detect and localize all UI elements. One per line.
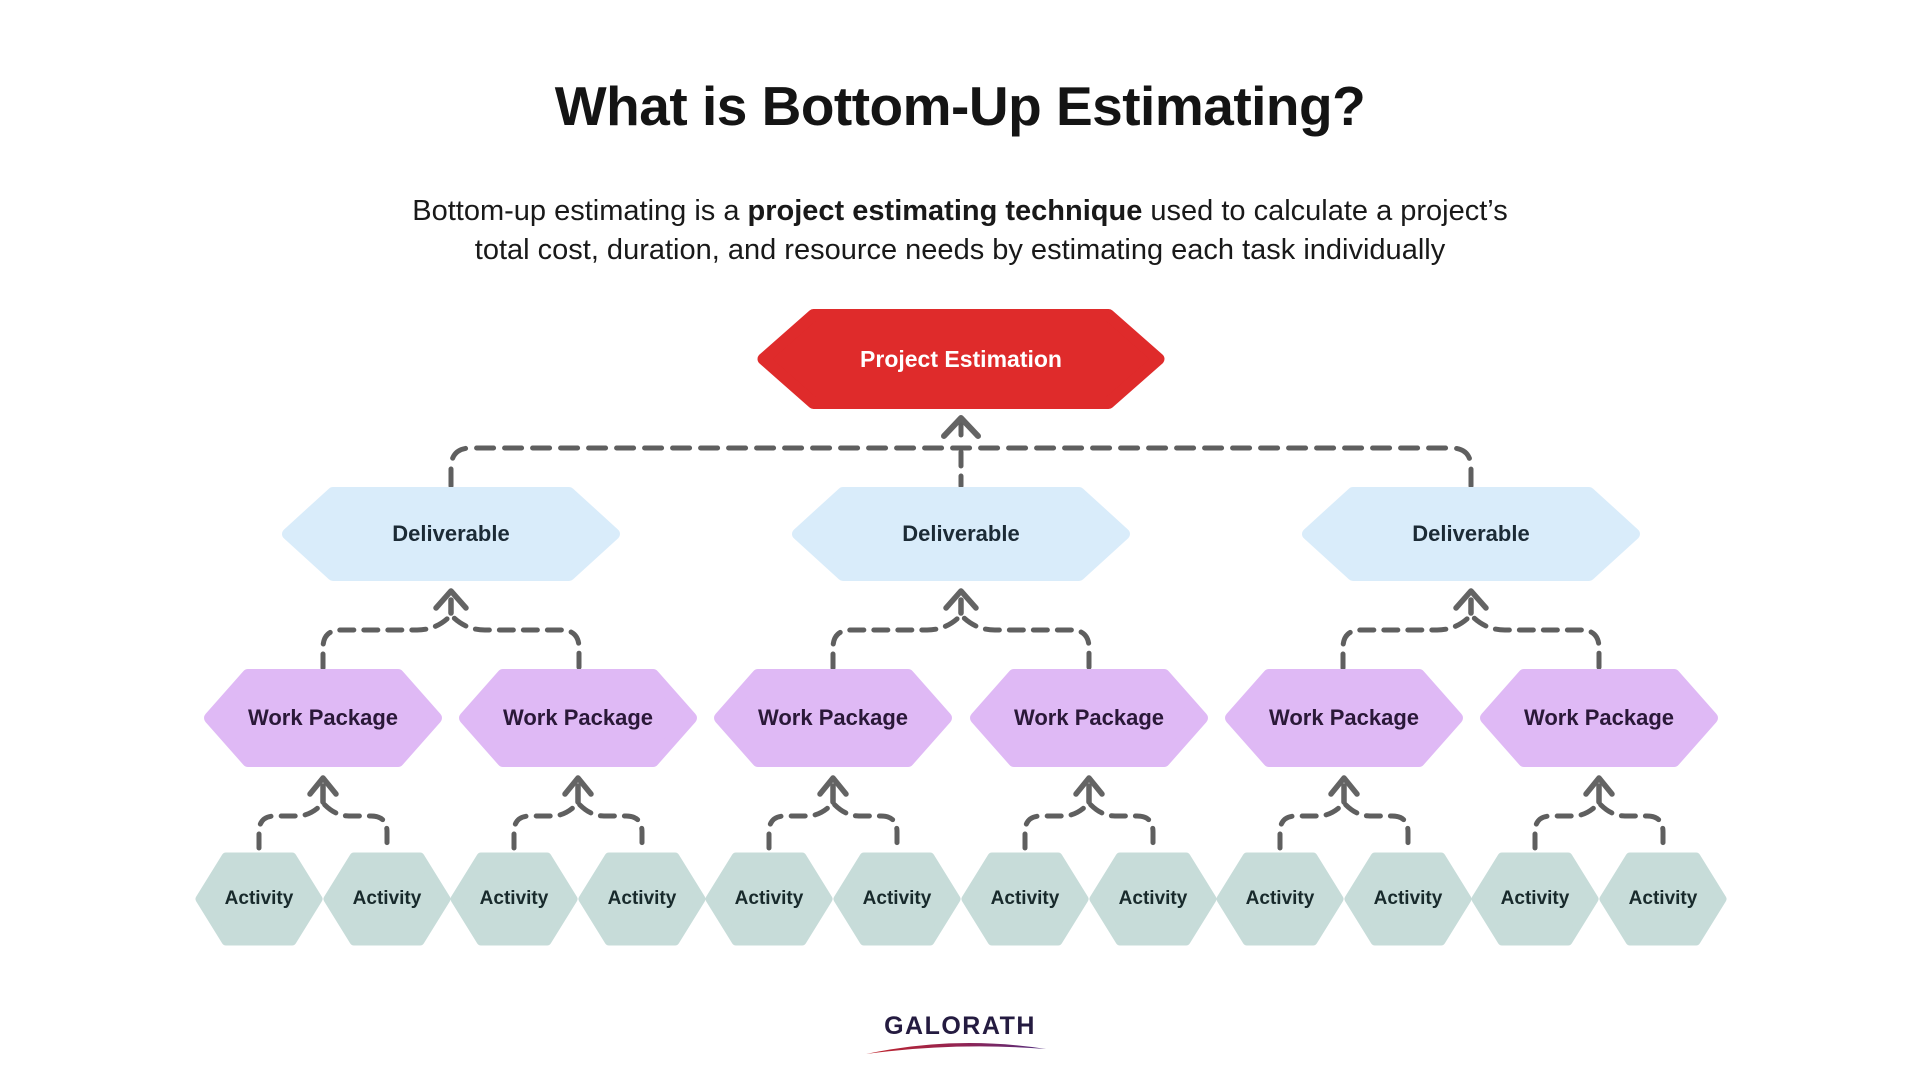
hex-activity-11 bbox=[1471, 852, 1599, 946]
hex-work-package-5 bbox=[1225, 669, 1463, 767]
hex-activity-2 bbox=[323, 852, 451, 946]
subtitle-text: Bottom-up estimating is a bbox=[412, 195, 748, 227]
bracket-line bbox=[256, 800, 390, 851]
hex-work-package-3 bbox=[714, 669, 952, 767]
connector-deliverable-1-work-packages bbox=[320, 588, 582, 671]
logo-swoosh bbox=[866, 1043, 1046, 1054]
subtitle-line2: total cost, duration, and resource needs… bbox=[474, 234, 1446, 266]
connector-work-package-4-activities bbox=[1022, 775, 1156, 851]
hex-activity-3 bbox=[450, 852, 578, 946]
bracket-line bbox=[320, 612, 582, 671]
hex-deliverable-1 bbox=[282, 487, 620, 581]
bracket-line bbox=[1277, 800, 1411, 851]
hex-activity-9 bbox=[1216, 852, 1344, 946]
up-arrow-icon bbox=[1453, 588, 1489, 611]
connector-root-deliverables bbox=[448, 415, 1474, 489]
galorath-logo: GALORATH bbox=[884, 1012, 1036, 1040]
hex-deliverable-2 bbox=[792, 487, 1130, 581]
hex-work-package-2 bbox=[459, 669, 697, 767]
bracket-line bbox=[448, 445, 1474, 489]
connector-work-package-3-activities bbox=[766, 775, 900, 851]
bracket-line bbox=[1022, 800, 1156, 851]
hex-activity-4 bbox=[578, 852, 706, 946]
hex-activity-7 bbox=[961, 852, 1089, 946]
connector-work-package-6-activities bbox=[1532, 775, 1666, 851]
hex-project-estimation bbox=[757, 309, 1165, 409]
subtitle-bold-text: project estimating technique bbox=[747, 195, 1143, 227]
hex-activity-8 bbox=[1089, 852, 1217, 946]
up-arrow-icon bbox=[562, 775, 594, 797]
up-arrow-icon bbox=[1328, 775, 1360, 797]
hex-activity-1 bbox=[195, 852, 323, 946]
up-arrow-icon bbox=[943, 588, 979, 611]
hex-work-package-1 bbox=[204, 669, 442, 767]
page-title: What is Bottom-Up Estimating? bbox=[554, 75, 1366, 137]
up-arrow-icon bbox=[817, 775, 849, 797]
hex-activity-10 bbox=[1344, 852, 1472, 946]
connector-work-package-1-activities bbox=[256, 775, 390, 851]
up-arrow-icon bbox=[1073, 775, 1105, 797]
bracket-line bbox=[1340, 612, 1602, 671]
connector-work-package-5-activities bbox=[1277, 775, 1411, 851]
subtitle-text-suffix: used to calculate a project’s bbox=[1142, 195, 1508, 227]
bracket-line bbox=[830, 612, 1092, 671]
up-arrow-icon bbox=[307, 775, 339, 797]
hex-work-package-6 bbox=[1480, 669, 1718, 767]
connector-deliverable-2-work-packages bbox=[830, 588, 1092, 671]
subtitle: Bottom-up estimating is a project estima… bbox=[0, 192, 1920, 270]
up-arrow-icon bbox=[941, 415, 981, 439]
connector-work-package-2-activities bbox=[511, 775, 645, 851]
connector-deliverable-3-work-packages bbox=[1340, 588, 1602, 671]
hex-deliverable-3 bbox=[1302, 487, 1640, 581]
hex-work-package-4 bbox=[970, 669, 1208, 767]
hex-activity-6 bbox=[833, 852, 961, 946]
bracket-line bbox=[511, 800, 645, 851]
hex-activity-12 bbox=[1599, 852, 1727, 946]
hex-activity-5 bbox=[705, 852, 833, 946]
up-arrow-icon bbox=[433, 588, 469, 611]
bracket-line bbox=[1532, 800, 1666, 851]
up-arrow-icon bbox=[1583, 775, 1615, 797]
bracket-line bbox=[766, 800, 900, 851]
